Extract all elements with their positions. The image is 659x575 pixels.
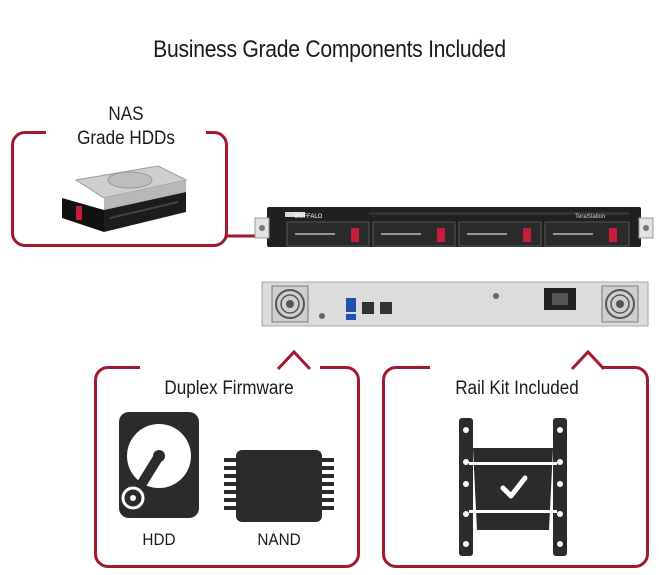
callout-gap <box>46 128 206 136</box>
firmware-label: Duplex Firmware <box>164 378 294 399</box>
hdd-label: HDD <box>142 530 176 549</box>
ethernet-port-icon <box>362 302 392 314</box>
fan-icon <box>271 285 309 323</box>
hdd-icon <box>119 412 199 518</box>
power-socket-icon <box>544 288 576 310</box>
brand-text: BUFFALO <box>295 214 323 220</box>
usb-port-icon <box>346 298 356 320</box>
nand-label: NAND <box>257 530 301 549</box>
rail-kit-icon <box>459 418 567 556</box>
checkmark-icon <box>500 475 528 499</box>
nas-label-line1: NAS <box>108 104 144 125</box>
callout-pointer <box>570 349 606 371</box>
page-title: Business Grade Components Included <box>153 36 506 63</box>
callout-pointer <box>276 349 312 371</box>
nas-label-line2: Grade HDDs <box>77 128 175 149</box>
nas-back-panel <box>261 281 649 327</box>
callout-gap <box>430 363 600 371</box>
fan-icon <box>601 285 639 323</box>
model-text: TeraStation <box>575 214 605 220</box>
callout-gap <box>140 363 320 371</box>
nas-front-panel: BUFFALO TeraStation <box>254 207 654 247</box>
nand-chip-icon <box>224 450 334 522</box>
hdd-tray-image <box>62 165 188 232</box>
rail-kit-label: Rail Kit Included <box>455 378 579 399</box>
